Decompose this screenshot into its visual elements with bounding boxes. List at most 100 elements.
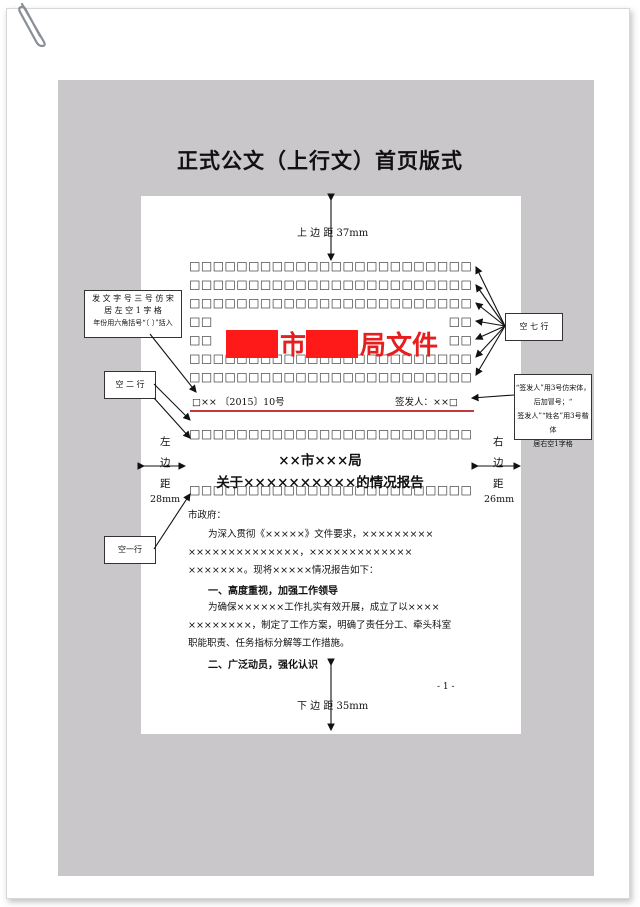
placeholder-square bbox=[296, 373, 306, 383]
right-margin-label-3: 距 bbox=[493, 478, 504, 490]
placeholder-square bbox=[378, 299, 389, 309]
placeholder-square bbox=[437, 354, 448, 364]
signer-note-3: 居右空1字格 bbox=[533, 440, 573, 448]
placeholder-square bbox=[260, 430, 271, 440]
placeholder-square bbox=[260, 373, 271, 383]
placeholder-square bbox=[296, 354, 306, 364]
placeholder-square bbox=[367, 262, 377, 272]
placeholder-square bbox=[402, 280, 412, 290]
placeholder-square bbox=[461, 354, 471, 364]
placeholder-square bbox=[296, 430, 306, 440]
doc-number-note-2: 居 左 空 1 字 格 bbox=[104, 306, 162, 315]
placeholder-square bbox=[343, 373, 353, 383]
placeholder-square bbox=[355, 373, 365, 383]
redacted-city-name bbox=[226, 330, 278, 358]
placeholder-square bbox=[213, 299, 223, 309]
placeholder-square bbox=[249, 430, 259, 440]
placeholder-square bbox=[390, 430, 400, 440]
left-margin-label-3: 距 bbox=[160, 478, 171, 490]
placeholder-square bbox=[343, 486, 353, 496]
placeholder-square bbox=[390, 299, 400, 309]
placeholder-square bbox=[272, 299, 282, 309]
placeholder-square bbox=[402, 299, 412, 309]
placeholder-square bbox=[426, 430, 436, 440]
placeholder-square bbox=[319, 299, 330, 309]
document-page bbox=[141, 196, 521, 734]
placeholder-square bbox=[449, 354, 459, 364]
placeholder-square bbox=[201, 317, 212, 327]
placeholder-square bbox=[213, 262, 223, 272]
placeholder-square bbox=[426, 373, 436, 383]
placeholder-square bbox=[331, 373, 341, 383]
placeholder-square bbox=[213, 280, 223, 290]
right-margin-value: 26mm bbox=[484, 494, 515, 505]
signer-note-1: “签发人”用3号仿宋体，后加冒号；“ bbox=[515, 384, 591, 406]
placeholder-square bbox=[272, 430, 282, 440]
placeholder-square bbox=[331, 486, 341, 496]
placeholder-square bbox=[414, 299, 424, 309]
placeholder-square bbox=[284, 354, 294, 364]
placeholder-square bbox=[190, 280, 200, 290]
placeholder-square bbox=[378, 262, 389, 272]
placeholder-square bbox=[402, 430, 412, 440]
doc-number-note-3: 年份用六角括号“〔 〕”括入 bbox=[93, 319, 173, 327]
placeholder-square bbox=[249, 486, 259, 496]
placeholder-square bbox=[461, 430, 471, 440]
heading-1: 一、高度重视，加强工作领导 bbox=[208, 586, 338, 597]
signer-line: 签发人：××□ bbox=[395, 394, 458, 408]
placeholder-square bbox=[272, 486, 282, 496]
placeholder-square bbox=[355, 299, 365, 309]
para2-line-1: 为确保××××××工作扎实有效开展，成立了以×××× bbox=[208, 602, 440, 613]
placeholder-square bbox=[367, 373, 377, 383]
placeholder-square bbox=[284, 373, 294, 383]
page-number: - 1 - bbox=[437, 682, 455, 692]
placeholder-square bbox=[190, 486, 200, 496]
placeholder-square bbox=[190, 336, 200, 346]
right-margin-label-2: 边 bbox=[493, 457, 504, 469]
placeholder-square bbox=[272, 373, 282, 383]
placeholder-square bbox=[437, 486, 448, 496]
placeholder-square bbox=[367, 299, 377, 309]
placeholder-square bbox=[426, 354, 436, 364]
placeholder-square bbox=[201, 430, 212, 440]
placeholder-square bbox=[225, 262, 235, 272]
para2-line-2: ××××××××，制定了工作方案，明确了责任分工、牵头科室 bbox=[188, 620, 452, 631]
placeholder-square bbox=[402, 354, 412, 364]
placeholder-square bbox=[190, 317, 200, 327]
placeholder-square bbox=[201, 262, 212, 272]
placeholder-square bbox=[414, 280, 424, 290]
placeholder-square bbox=[390, 373, 400, 383]
placeholder-square bbox=[237, 373, 247, 383]
placeholder-square bbox=[378, 354, 389, 364]
placeholder-square bbox=[237, 262, 247, 272]
placeholder-square bbox=[426, 280, 436, 290]
placeholder-square bbox=[449, 336, 459, 346]
placeholder-square bbox=[461, 486, 471, 496]
document-title: 关于××××××××××的情况报告 bbox=[216, 475, 424, 491]
red-header-char-1: 市 bbox=[280, 331, 307, 361]
placeholder-square bbox=[284, 262, 294, 272]
placeholder-square bbox=[402, 373, 412, 383]
placeholder-square bbox=[225, 299, 235, 309]
para2-line-3: 职能职责、任务指标分解等工作措施。 bbox=[188, 638, 350, 649]
placeholder-square bbox=[461, 317, 471, 327]
placeholder-square bbox=[284, 299, 294, 309]
bottom-margin-label: 下 边 距 35mm bbox=[297, 697, 369, 712]
placeholder-square bbox=[367, 430, 377, 440]
placeholder-square bbox=[343, 430, 353, 440]
one-line-annotation: 空一行 bbox=[104, 536, 156, 564]
placeholder-square bbox=[461, 336, 471, 346]
left-margin-label-2: 边 bbox=[160, 457, 171, 469]
placeholder-square bbox=[201, 336, 212, 346]
placeholder-square bbox=[390, 262, 400, 272]
placeholder-square bbox=[319, 430, 330, 440]
placeholder-square bbox=[426, 262, 436, 272]
placeholder-square bbox=[249, 373, 259, 383]
doc-number: □×× 〔2015〕10号 bbox=[192, 394, 287, 408]
placeholder-square bbox=[201, 354, 212, 364]
seven-lines-annotation: 空 七 行 bbox=[505, 313, 563, 341]
placeholder-square bbox=[378, 280, 389, 290]
placeholder-square bbox=[201, 299, 212, 309]
placeholder-square bbox=[190, 299, 200, 309]
placeholder-square bbox=[308, 280, 318, 290]
